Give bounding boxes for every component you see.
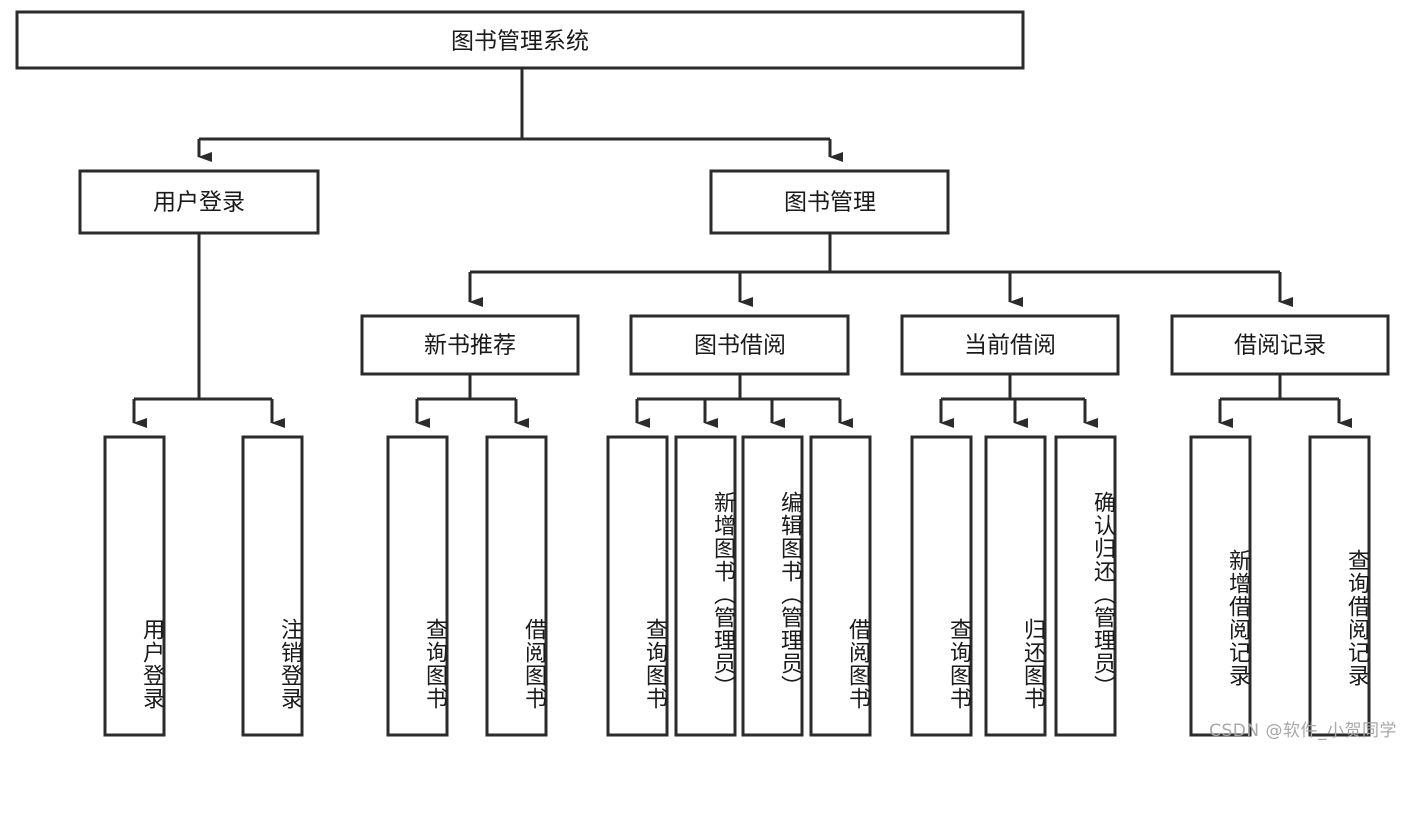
- leaf-box-query-book-3[interactable]: [910, 435, 973, 737]
- connector-group-current-borrow: [939, 374, 1098, 428]
- leaf-box-logout-login[interactable]: [241, 435, 304, 737]
- node-current-borrow-label: 当前借阅: [964, 333, 1056, 359]
- leaf-box-confirm-return[interactable]: [1054, 435, 1117, 737]
- node-new-book-recommend[interactable]: 新书推荐: [360, 314, 580, 376]
- connector-group-book-manage: [468, 233, 1293, 307]
- leaf-box-return-book[interactable]: [984, 435, 1047, 737]
- connector-group-new-book-recommend: [415, 374, 529, 428]
- connector-group-user-login: [132, 233, 285, 428]
- leaf-box-add-record[interactable]: [1189, 435, 1252, 737]
- leaf-box-add-book[interactable]: [674, 435, 737, 737]
- leaf-box-query-book-2[interactable]: [606, 435, 669, 737]
- node-book-manage[interactable]: 图书管理: [709, 169, 950, 235]
- csdn-watermark: CSDN @软件_小贺同学: [1209, 721, 1397, 741]
- leaf-box-user-login[interactable]: [103, 435, 166, 737]
- leaf-box-query-book-1[interactable]: [386, 435, 449, 737]
- node-current-borrow[interactable]: 当前借阅: [900, 314, 1120, 376]
- leaf-box-borrow-book-1[interactable]: [485, 435, 548, 737]
- node-borrow-record-label: 借阅记录: [1234, 333, 1326, 359]
- leaf-box-group: [103, 435, 1371, 737]
- connector-group-book-borrow: [635, 374, 853, 428]
- node-book-borrow-label: 图书借阅: [694, 333, 786, 359]
- node-user-login-label: 用户登录: [153, 190, 245, 216]
- flowchart-canvas: 图书管理系统 用户登录 图书管理 新书推荐 图书借阅 当前借阅 借阅记录: [15, 10, 1397, 741]
- flowchart-svg: 图书管理系统 用户登录 图书管理 新书推荐 图书借阅 当前借阅 借阅记录: [15, 10, 1390, 737]
- node-user-login[interactable]: 用户登录: [78, 169, 320, 235]
- node-new-book-recommend-label: 新书推荐: [424, 333, 516, 359]
- leaf-box-edit-book[interactable]: [741, 435, 804, 737]
- node-book-borrow[interactable]: 图书借阅: [629, 314, 850, 376]
- connector-group-root: [197, 68, 843, 162]
- node-root-label: 图书管理系统: [451, 29, 589, 55]
- node-book-manage-label: 图书管理: [784, 190, 876, 216]
- leaf-box-query-record[interactable]: [1308, 435, 1371, 737]
- node-root[interactable]: 图书管理系统: [15, 10, 1025, 70]
- leaf-box-borrow-book-2[interactable]: [809, 435, 872, 737]
- node-borrow-record[interactable]: 借阅记录: [1170, 314, 1390, 376]
- connector-group-borrow-record: [1218, 374, 1352, 428]
